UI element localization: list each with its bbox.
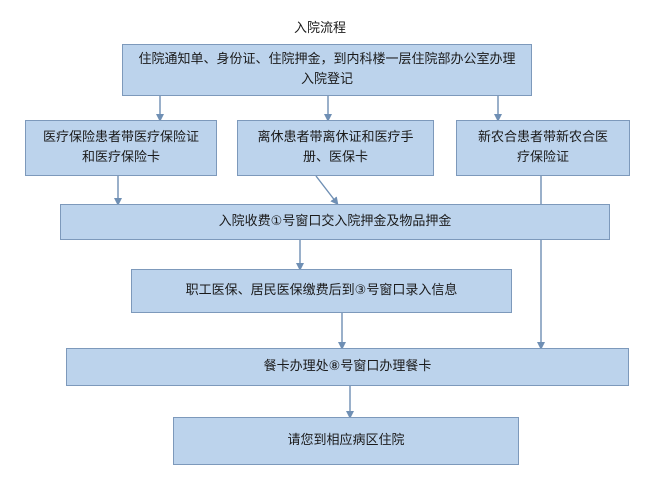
arrow-retired-to-payment <box>315 175 339 206</box>
node-rural-coop: 新农合患者带新农合医疗保险证 <box>456 120 630 176</box>
node-retired-text: 离休患者带离休证和医疗手册、医保卡 <box>257 130 414 165</box>
node-rural-coop-text: 新农合患者带新农合医疗保险证 <box>477 130 608 165</box>
node-meal-card: 餐卡办理处⑧号窗口办理餐卡 <box>66 348 629 386</box>
diagram-title: 入院流程 <box>293 21 346 36</box>
node-payment: 入院收费①号窗口交入院押金及物品押金 <box>60 204 610 240</box>
node-ward-text: 请您到相应病区住院 <box>287 433 405 448</box>
node-employee-resident: 职工医保、居民医保缴费后到③号窗口录入信息 <box>131 269 512 313</box>
node-medical-insurance-text: 医疗保险患者带医疗保险证和医疗保险卡 <box>42 130 199 165</box>
node-meal-card-text: 餐卡办理处⑧号窗口办理餐卡 <box>263 359 432 374</box>
node-payment-text: 入院收费①号窗口交入院押金及物品押金 <box>218 214 452 229</box>
node-notice-registration: 住院通知单、身份证、住院押金，到内科楼一层住院部办公室办理入院登记 <box>122 44 532 96</box>
node-notice-registration-text: 住院通知单、身份证、住院押金，到内科楼一层住院部办公室办理入院登记 <box>138 52 516 87</box>
node-employee-resident-text: 职工医保、居民医保缴费后到③号窗口录入信息 <box>185 283 458 298</box>
node-ward: 请您到相应病区住院 <box>173 417 519 465</box>
node-medical-insurance: 医疗保险患者带医疗保险证和医疗保险卡 <box>25 120 217 176</box>
node-retired: 离休患者带离休证和医疗手册、医保卡 <box>237 120 434 176</box>
